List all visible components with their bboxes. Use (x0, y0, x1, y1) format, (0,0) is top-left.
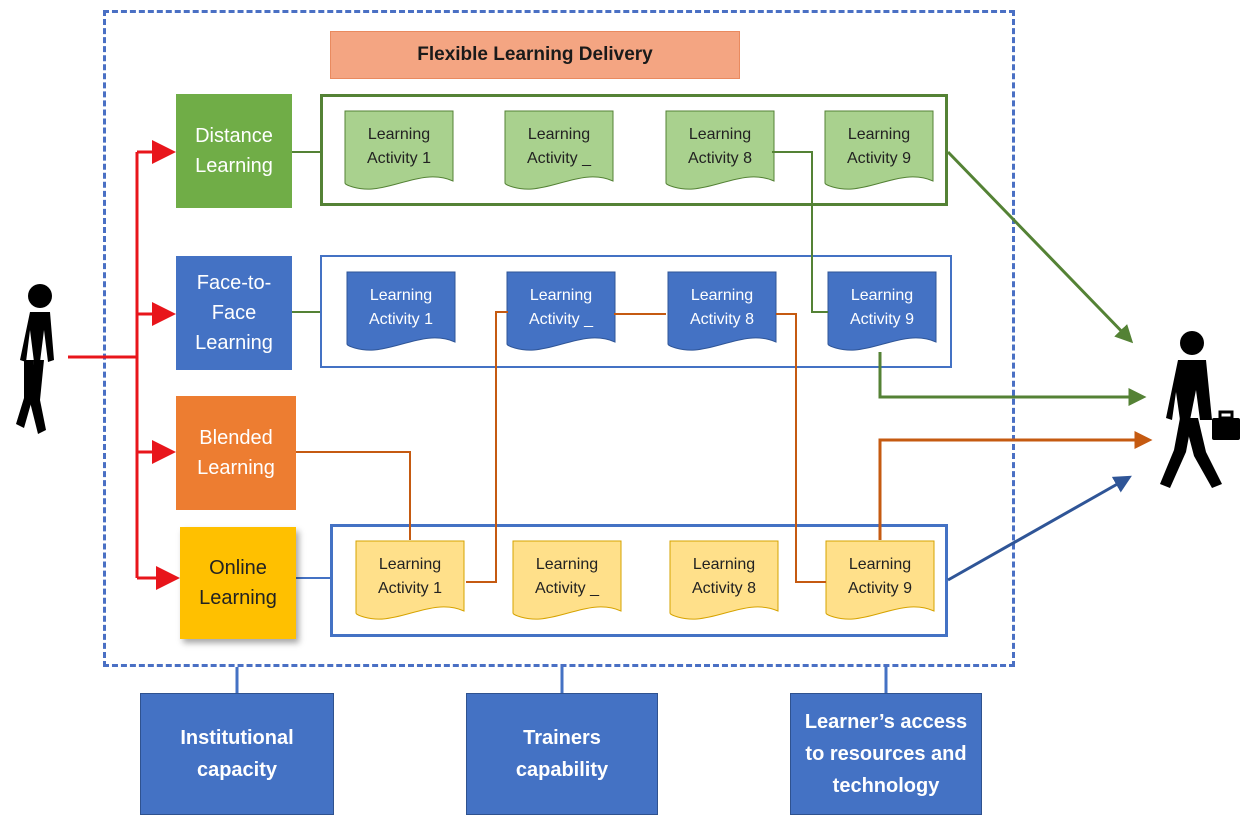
path-orange-o1-f (466, 311, 508, 583)
diagram-title: Flexible Learning Delivery (330, 31, 740, 79)
document-shape (665, 110, 775, 190)
mode-blended-learning: Blended Learning (176, 396, 296, 510)
document-shape (827, 271, 937, 351)
document-shape (346, 271, 456, 351)
mode-online-learning: Online Learning (180, 527, 296, 639)
activity-label-line1: Learning (848, 126, 910, 143)
path-orange-o9-exit (878, 431, 1153, 540)
factor-trainers-capability: Trainers capability (466, 693, 658, 815)
factor-institutional-capacity: Institutional capacity (140, 693, 334, 815)
activity-label-line1: Learning (536, 556, 598, 573)
path-orange-blended-o1 (296, 451, 411, 540)
mode-face-to-face-learning: Face-to- Face Learning (176, 256, 292, 370)
path-green-f9-exit (878, 352, 1147, 406)
path-green-d9-exit (946, 150, 1134, 344)
activity-label-line2: Activity _ (535, 580, 600, 597)
activity-label-line1: Learning (691, 287, 753, 304)
document-shape (667, 271, 777, 351)
online-activities-frame (330, 524, 948, 637)
activity-label-line2: Activity 8 (692, 580, 756, 597)
path-blue-online-exit (947, 475, 1132, 582)
activity-label-line2: Activity 1 (367, 150, 431, 167)
activity-label-line1: Learning (368, 126, 430, 143)
walking-person-icon (16, 284, 54, 434)
activity-label-line2: Activity 9 (848, 580, 912, 597)
activity-label-line1: Learning (530, 287, 592, 304)
factor-learners-access: Learner’s access to resources and techno… (790, 693, 982, 815)
activity-label-line1: Learning (689, 126, 751, 143)
activity-label-line1: Learning (370, 287, 432, 304)
activity-label-line1: Learning (849, 556, 911, 573)
activity-label-line1: Learning (528, 126, 590, 143)
distance-activities-frame (320, 94, 948, 206)
document-shape (355, 540, 465, 620)
activity-label-line2: Activity 9 (847, 150, 911, 167)
activity-label-line1: Learning (693, 556, 755, 573)
activity-label-line2: Activity _ (529, 311, 594, 328)
mode-distance-learning: Distance Learning (176, 94, 292, 208)
activity-label-line2: Activity 1 (369, 311, 433, 328)
document-shape (825, 540, 935, 620)
activity-label-line1: Learning (379, 556, 441, 573)
activity-label-line2: Activity 8 (690, 311, 754, 328)
activity-label-line2: Activity 1 (378, 580, 442, 597)
path-green-d8-f9 (772, 151, 828, 313)
activity-label-line2: Activity _ (527, 150, 592, 167)
document-shape (669, 540, 779, 620)
document-shape (824, 110, 934, 190)
document-shape (504, 110, 614, 190)
face-to-face-activities-frame (320, 255, 952, 368)
document-shape (344, 110, 454, 190)
document-shape (506, 271, 616, 351)
activity-label-line2: Activity 9 (850, 311, 914, 328)
walking-person-with-briefcase-icon (1160, 331, 1240, 488)
activity-label-line1: Learning (851, 287, 913, 304)
path-orange-f8-o9 (776, 313, 826, 583)
document-shape (512, 540, 622, 620)
activity-label-line2: Activity 8 (688, 150, 752, 167)
entry-arrows (68, 140, 180, 590)
flexible-delivery-frame (103, 10, 1015, 667)
